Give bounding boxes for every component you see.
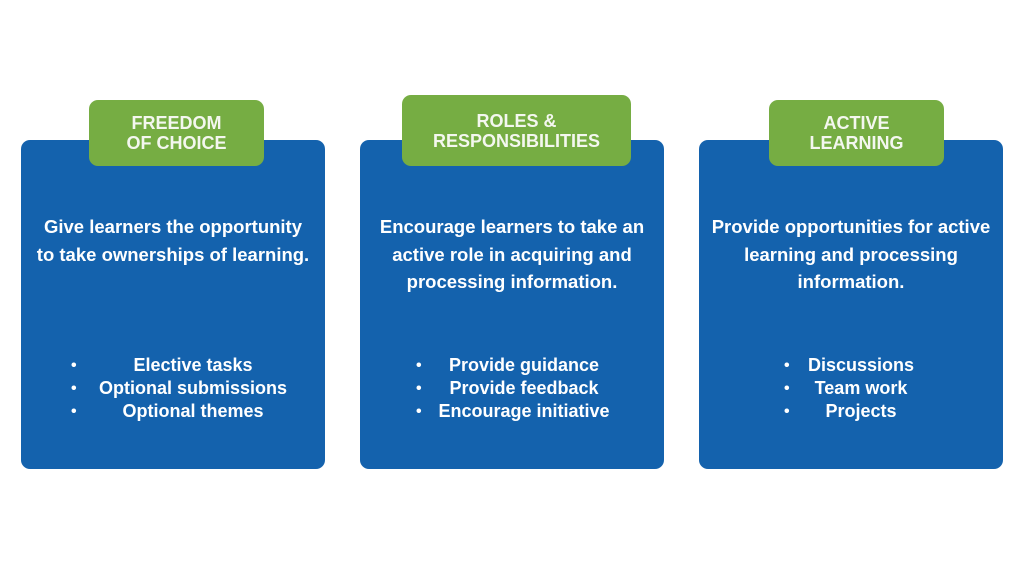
list-item: • Provide feedback xyxy=(360,377,664,400)
card-title-text: ACTIVE LEARNING xyxy=(809,113,904,153)
list-item: • Optional themes xyxy=(21,400,325,423)
list-item: • Encourage initiative xyxy=(360,400,664,423)
list-item-text: Team work xyxy=(814,378,908,398)
list-item: • Elective tasks xyxy=(21,354,325,377)
bullet-icon: • xyxy=(71,357,77,374)
card-title-freedom-of-choice: FREEDOM OF CHOICE xyxy=(89,100,264,166)
card-freedom-of-choice: Give learners the opportunity to take ow… xyxy=(21,140,325,469)
list-item-text: Discussions xyxy=(807,355,915,375)
card-active-learning: Provide opportunities for active learnin… xyxy=(699,140,1003,469)
bullet-icon: • xyxy=(71,380,77,397)
list-item: • Team work xyxy=(699,377,1003,400)
list-item-text: Provide guidance xyxy=(448,355,600,375)
list-item: • Discussions xyxy=(699,354,1003,377)
bullet-icon: • xyxy=(784,357,790,374)
bullet-list: • Provide guidance • Provide feedback • Enc… xyxy=(360,354,664,423)
list-item: • Provide guidance xyxy=(360,354,664,377)
bullet-icon: • xyxy=(784,380,790,397)
list-item-text: Elective tasks xyxy=(133,355,253,375)
card-description: Encourage learners to take an active rol… xyxy=(379,216,645,292)
list-item-text: Optional themes xyxy=(122,401,264,421)
bullet-icon: • xyxy=(71,403,77,420)
bullet-icon: • xyxy=(416,403,422,420)
card-title-active-learning: ACTIVE LEARNING xyxy=(769,100,944,166)
bullet-icon: • xyxy=(416,357,422,374)
bullet-icon: • xyxy=(416,380,422,397)
list-item-text: Projects xyxy=(825,401,897,421)
card-description: Provide opportunities for active learnin… xyxy=(711,216,991,292)
list-item-text: Encourage initiative xyxy=(438,401,610,421)
bullet-list: • Discussions • Team work • Projects xyxy=(699,354,1003,423)
card-roles-responsibilities: Encourage learners to take an active rol… xyxy=(360,140,664,469)
list-item-text: Optional submissions xyxy=(98,378,288,398)
list-item: • Projects xyxy=(699,400,1003,423)
card-title-roles-responsibilities: ROLES & RESPONSIBILITIES xyxy=(402,95,631,166)
bullet-list: • Elective tasks • Optional submissions • O… xyxy=(21,354,325,423)
card-title-text: ROLES & RESPONSIBILITIES xyxy=(432,110,601,151)
bullet-icon: • xyxy=(784,403,790,420)
card-description: Give learners the opportunity to take ow… xyxy=(36,216,310,265)
list-item: • Optional submissions xyxy=(21,377,325,400)
list-item-text: Provide feedback xyxy=(449,378,599,398)
card-title-text: FREEDOM OF CHOICE xyxy=(126,113,227,153)
